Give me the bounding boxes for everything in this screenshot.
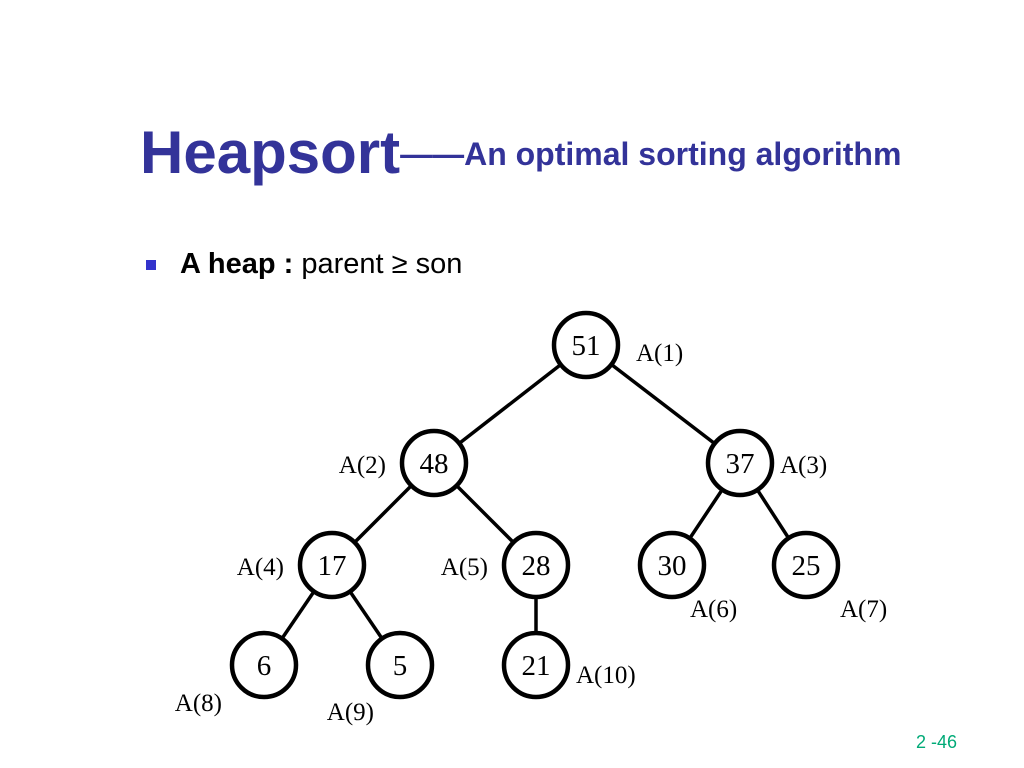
heap-node-1: 51 A(1) — [551, 310, 683, 380]
heap-node-2: 48 A(2) — [339, 428, 469, 498]
heap-node-index-label: A(10) — [576, 662, 636, 689]
heap-node-3: 37 A(3) — [705, 428, 827, 498]
title-subtitle: An optimal sorting algorithm — [464, 136, 902, 172]
bullet-text: parent ≥ son — [301, 248, 463, 280]
heap-node-index-label: A(3) — [780, 452, 827, 479]
heap-node-circle — [637, 530, 707, 600]
heap-node-circle — [297, 530, 367, 600]
heap-node-circle — [501, 530, 571, 600]
heap-node-5: 28 A(5) — [441, 530, 571, 600]
heap-node-value: 28 — [522, 550, 551, 582]
heap-node-index-label: A(5) — [441, 554, 488, 581]
heap-node-value: 30 — [658, 550, 687, 582]
heap-node-circle — [705, 428, 775, 498]
heap-node-index-label: A(1) — [636, 340, 683, 367]
square-bullet-icon — [146, 259, 156, 270]
heap-node-9: 5A(9) — [327, 630, 435, 726]
heap-node-circle — [399, 428, 469, 498]
heap-node-value: 6 — [257, 650, 272, 682]
heap-node-value: 5 — [393, 650, 408, 682]
heap-node-value: 17 — [318, 550, 347, 582]
heap-node-4: 17 A(4) — [237, 530, 367, 600]
heap-node-value: 37 — [726, 448, 755, 480]
bullet-item: A heap : parent ≥ son — [146, 248, 462, 281]
title-main: Heapsort — [140, 119, 401, 186]
heap-node-circle — [229, 630, 299, 700]
heap-node-7: 25A(7) — [771, 530, 887, 623]
heap-node-index-label: A(9) — [327, 699, 374, 726]
heap-node-circle — [771, 530, 841, 600]
heap-node-6: 30A(6) — [637, 530, 737, 623]
heap-node-index-label: A(4) — [237, 554, 284, 581]
heap-node-index-label: A(8) — [175, 690, 222, 717]
heap-node-value: 48 — [420, 448, 449, 480]
heap-node-8: 6A(8) — [175, 630, 299, 717]
bullet-bold-text: A heap : — [180, 248, 294, 280]
heap-node-index-label: A(6) — [690, 596, 737, 623]
tree-nodes: 51 A(1) 48 A(2) 37 A(3) 17 A(4) 28 A(5) 30A(6) 25A(… — [175, 310, 887, 726]
heap-node-circle — [501, 630, 571, 700]
slide-title: Heapsort——An optimal sorting algorithm — [140, 118, 901, 187]
heap-node-index-label: A(7) — [840, 596, 887, 623]
heap-node-index-label: A(2) — [339, 452, 386, 479]
heap-node-value: 25 — [792, 550, 821, 582]
heap-node-10: 21 A(10) — [501, 630, 636, 700]
heap-node-value: 51 — [572, 330, 601, 362]
page-number: 2 -46 — [916, 732, 958, 752]
title-dash: —— — [400, 136, 465, 172]
heap-node-circle — [365, 630, 435, 700]
heap-node-value: 21 — [522, 650, 551, 682]
heap-node-circle — [551, 310, 621, 380]
